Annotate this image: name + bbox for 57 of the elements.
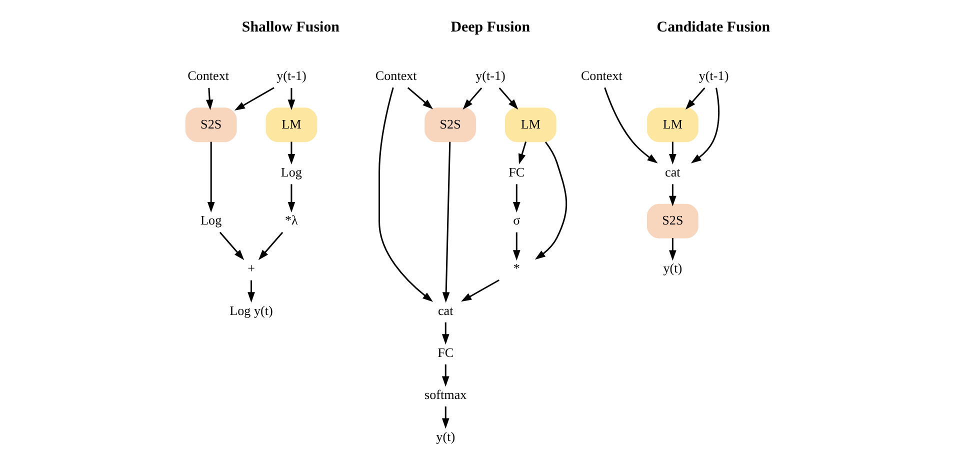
node-text: Context: [187, 68, 229, 84]
node-text: y(t-1): [698, 68, 728, 84]
node-text: y(t): [662, 260, 682, 276]
arrow: [684, 87, 705, 110]
arrow: [378, 87, 433, 302]
arrow: [205, 88, 213, 110]
arrow: [668, 238, 676, 261]
arrow: [287, 184, 295, 213]
arrow: [518, 142, 526, 164]
arrow: [462, 87, 482, 110]
arrow: [442, 142, 450, 303]
arrow: [441, 406, 449, 429]
label: Deep Fusion: [450, 19, 530, 36]
arrow: [287, 142, 295, 164]
node-box: LM: [504, 108, 556, 142]
node-text: +: [247, 260, 254, 276]
node-text: Context: [580, 68, 622, 84]
node-text: Log: [280, 164, 302, 180]
node-text: y(t-1): [276, 68, 306, 84]
arrow: [247, 280, 254, 303]
node-text: *: [512, 260, 520, 276]
node-text: Log: [200, 212, 222, 228]
label: Candidate Fusion: [656, 19, 770, 36]
arrow: [498, 87, 518, 110]
arrow: [512, 232, 520, 261]
node-text: cat: [664, 164, 680, 180]
node-box: S2S: [646, 204, 698, 238]
arrow: [604, 87, 658, 164]
node-text: Context: [374, 68, 416, 84]
arrow: [218, 232, 244, 260]
label: Shallow Fusion: [241, 19, 339, 36]
arrow: [441, 364, 449, 387]
arrow: [690, 88, 720, 164]
arrow: [512, 184, 520, 213]
node-box: S2S: [184, 108, 236, 142]
arrow: [206, 142, 214, 212]
node-box: S2S: [424, 108, 476, 142]
node-text: softmax: [424, 386, 466, 402]
node-text: *λ: [284, 212, 298, 228]
arrow: [258, 232, 283, 260]
node-box: LM: [646, 108, 698, 142]
node-text: σ: [512, 212, 520, 228]
arrow: [668, 184, 676, 206]
arrow: [534, 142, 567, 260]
arrow: [460, 279, 499, 302]
node-text: FC: [508, 164, 524, 180]
arrow: [287, 88, 295, 110]
arrow: [406, 87, 433, 110]
node-text: y(t): [436, 428, 455, 444]
arrow: [234, 87, 274, 110]
node-text: y(t-1): [475, 68, 505, 84]
node-text: FC: [437, 344, 454, 360]
node-text: cat: [438, 302, 453, 318]
arrow: [668, 142, 676, 164]
arrow: [441, 322, 449, 345]
node-text: Log y(t): [229, 302, 272, 318]
node-box: LM: [265, 108, 317, 142]
